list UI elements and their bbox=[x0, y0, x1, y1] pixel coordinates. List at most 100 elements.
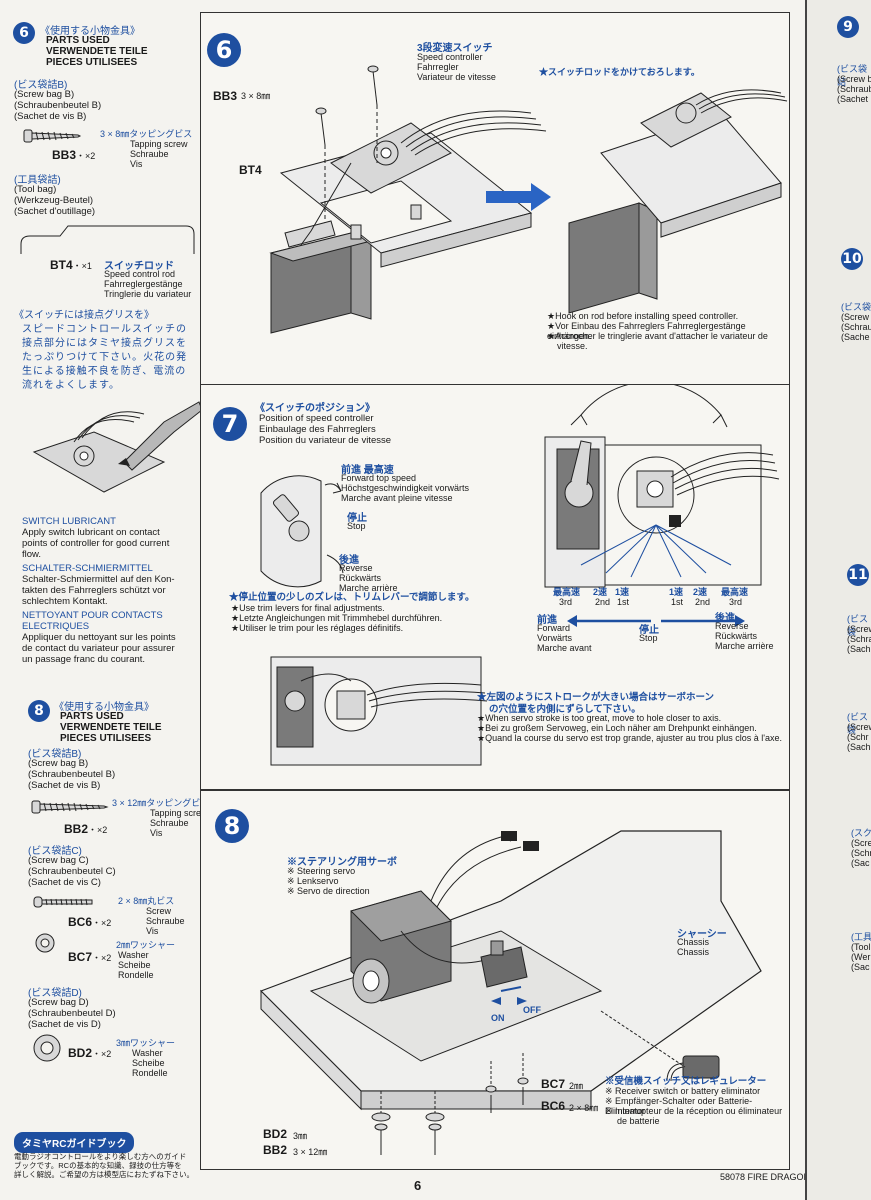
step8-panel: 8 ※ステアリング用 bbox=[200, 790, 790, 1170]
bagB-fr: (Sachet de vis B) bbox=[28, 780, 101, 791]
hook-note-fr-2: vitesse. bbox=[557, 341, 588, 351]
bb3-label: BB3 bbox=[213, 89, 238, 103]
bc6-desc-jp: 2 × 8㎜丸ビス bbox=[118, 896, 175, 906]
stop2-jp: 停止 bbox=[639, 625, 659, 636]
step-number-badge: 8 bbox=[28, 700, 50, 722]
bt4-desc-jp: スイッチロッド bbox=[104, 261, 174, 272]
reverse2-jp: 後進 bbox=[715, 613, 735, 624]
stop-en: Stop bbox=[347, 521, 366, 531]
receiver-switch-fr-1: ※ Interrupteur de la réception ou élimin… bbox=[605, 1106, 783, 1116]
bd2-label: BD2 bbox=[263, 1127, 288, 1141]
model-name: 58078 FIRE DRAGON bbox=[720, 1172, 811, 1182]
bagB-en: (Screw bag B) bbox=[28, 758, 89, 769]
speed-1-left-jp: 1速 bbox=[615, 587, 630, 597]
guidebook-badge: タミヤRCガイドブック bbox=[14, 1132, 135, 1153]
chassis-de: Chassis bbox=[677, 947, 710, 957]
bc7-code: BC7・×2 bbox=[68, 950, 112, 964]
washer-large-icon bbox=[33, 1034, 61, 1062]
strip-text: (Schrau bbox=[841, 322, 871, 332]
bd2-code: BD2・×2 bbox=[68, 1046, 112, 1060]
fwd-top-jp: 前進 最高速 bbox=[341, 465, 394, 476]
servo-note-en: ★When servo stroke is too great, move to… bbox=[477, 713, 722, 723]
bc6-label: BC6 bbox=[541, 1099, 566, 1113]
bb2-label: BB2 bbox=[263, 1143, 288, 1157]
bd2-desc-jp: 3㎜ワッシャー bbox=[116, 1038, 176, 1048]
reverse2-en: Reverse bbox=[715, 621, 749, 631]
speed-2nd-left: 2nd bbox=[595, 597, 611, 607]
speed-2-right-jp: 2速 bbox=[693, 587, 708, 597]
reverse-en: Reverse bbox=[339, 563, 373, 573]
parts-title-fr: PIECES UTILISEES bbox=[46, 57, 138, 68]
parts-title-fr: PIECES UTILISEES bbox=[60, 733, 152, 744]
step-number-badge: 11 bbox=[847, 564, 869, 586]
bd2-desc-fr: Rondelle bbox=[132, 1068, 168, 1078]
bagB-jp: (ビス袋詰B) bbox=[28, 749, 82, 760]
bagC-de: (Schraubenbeutel C) bbox=[28, 866, 116, 877]
receiver-switch-jp: ※受信機スイッチ又はレギュレーター bbox=[605, 1076, 767, 1087]
receiver-switch-en: ※ Receiver switch or battery eliminator bbox=[605, 1086, 761, 1096]
strip-text: (Wer bbox=[851, 952, 871, 962]
stop-jp: 停止 bbox=[347, 513, 367, 524]
speed-top-left-jp: 最高速 bbox=[553, 587, 581, 597]
forward-de: Vorwärts bbox=[537, 633, 573, 643]
bag-label-de: (Schraubenbeutel B) bbox=[14, 100, 102, 111]
bt4-desc-de: Fahrreglergestänge bbox=[104, 279, 183, 289]
tapping-screw-icon bbox=[23, 129, 82, 143]
stop2-en: Stop bbox=[639, 633, 658, 643]
bc6-desc-fr: Vis bbox=[146, 926, 159, 936]
lub-en-line-2: points of controller for good current bbox=[22, 538, 170, 549]
bagD-fr: (Sachet de vis D) bbox=[28, 1019, 101, 1030]
bt4-label: BT4 bbox=[239, 163, 262, 177]
guidebook-line-1: 電動ラジオコントロールをより楽しむ方へのガイド bbox=[14, 1152, 187, 1161]
speed-control-rod-icon bbox=[20, 225, 195, 254]
tool-bag-jp: (工具袋詰) bbox=[14, 175, 61, 186]
strip-text: (ビス袋 bbox=[847, 712, 868, 735]
bagD-en: (Screw bag D) bbox=[28, 997, 89, 1008]
bag-label-en: (Screw bag B) bbox=[14, 89, 75, 100]
reverse2-de: Rückwärts bbox=[715, 631, 758, 641]
bb2-desc-de: Schraube bbox=[150, 818, 189, 828]
bb2-size: 3 × 12㎜ bbox=[293, 1147, 328, 1157]
bagC-en: (Screw bag C) bbox=[28, 855, 89, 866]
grease-line-5: 流れをよくします。 bbox=[22, 380, 120, 391]
lub-en-line-3: flow. bbox=[22, 549, 42, 560]
trim-note-fr: ★Utiliser le trim pour les réglages défi… bbox=[231, 623, 404, 633]
step8-chassis-illustration bbox=[259, 830, 762, 1155]
strip-text: (ビス袋 bbox=[847, 614, 868, 637]
lub-de-line-2: takten des Fahrreglers schützt vor bbox=[22, 585, 166, 596]
bc6-desc-en: Screw bbox=[146, 906, 172, 916]
lub-en-line-1: Apply switch lubricant on contact bbox=[22, 527, 160, 538]
servo-note-de: ★Bei zu großem Servoweg, ein Loch näher … bbox=[477, 723, 757, 733]
washer-small-icon bbox=[35, 933, 55, 953]
guidebook-line-3: 詳しく解説。ご希望の方は模型店におたずね下さい。 bbox=[14, 1170, 194, 1179]
step7-title-jp: 《スイッチのポジション》 bbox=[255, 403, 375, 414]
bb3-code: BB3・×2 bbox=[52, 148, 96, 162]
steering-servo-jp: ※ステアリング用サーボ bbox=[287, 857, 397, 868]
steering-servo-en: ※ Steering servo bbox=[287, 866, 356, 876]
grease-line-4: 生による接触不良を防ぎ、電流の bbox=[22, 366, 187, 377]
bb3-desc-jp: 3 × 8㎜タッピングビス bbox=[100, 129, 193, 139]
bt4-desc-fr: Tringlerie du variateur bbox=[104, 289, 192, 299]
bb3-size: 3 × 8㎜ bbox=[241, 91, 271, 101]
lub-fr-line-3: un passage franc du courant. bbox=[22, 654, 146, 665]
bagD-jp: (ビス袋詰D) bbox=[28, 988, 82, 999]
bagC-jp: (ビス袋詰C) bbox=[28, 846, 82, 857]
reverse-de: Rückwärts bbox=[339, 573, 382, 583]
strip-text: (スク bbox=[851, 828, 871, 838]
chassis-jp: シャーシー bbox=[677, 929, 727, 940]
page-number: 6 bbox=[414, 1178, 422, 1193]
servo-note-fr: ★Quand la course du servo est trop grand… bbox=[477, 733, 782, 743]
strip-text: (Sachet bbox=[837, 94, 869, 104]
lub-de-heading: SCHALTER-SCHMIERMITTEL bbox=[22, 563, 153, 574]
fwd-top-fr: Marche avant pleine vitesse bbox=[341, 493, 453, 503]
fwd-top-en: Forward top speed bbox=[341, 473, 417, 483]
bagD-de: (Schraubenbeutel D) bbox=[28, 1008, 116, 1019]
step7-title-de: Einbaulage des Fahrreglers bbox=[259, 424, 376, 435]
lubricant-application-illustration bbox=[32, 401, 203, 493]
bag-label-fr: (Sachet de vis B) bbox=[14, 111, 87, 122]
bag-label-jp: (ビス袋詰B) bbox=[14, 80, 68, 91]
bt4-code: BT4・×1 bbox=[50, 258, 92, 272]
strip-text: (Schr bbox=[847, 732, 869, 742]
bd2-size: 3㎜ bbox=[293, 1131, 308, 1141]
trim-note-en: ★Use trim levers for final adjustments. bbox=[231, 603, 385, 613]
